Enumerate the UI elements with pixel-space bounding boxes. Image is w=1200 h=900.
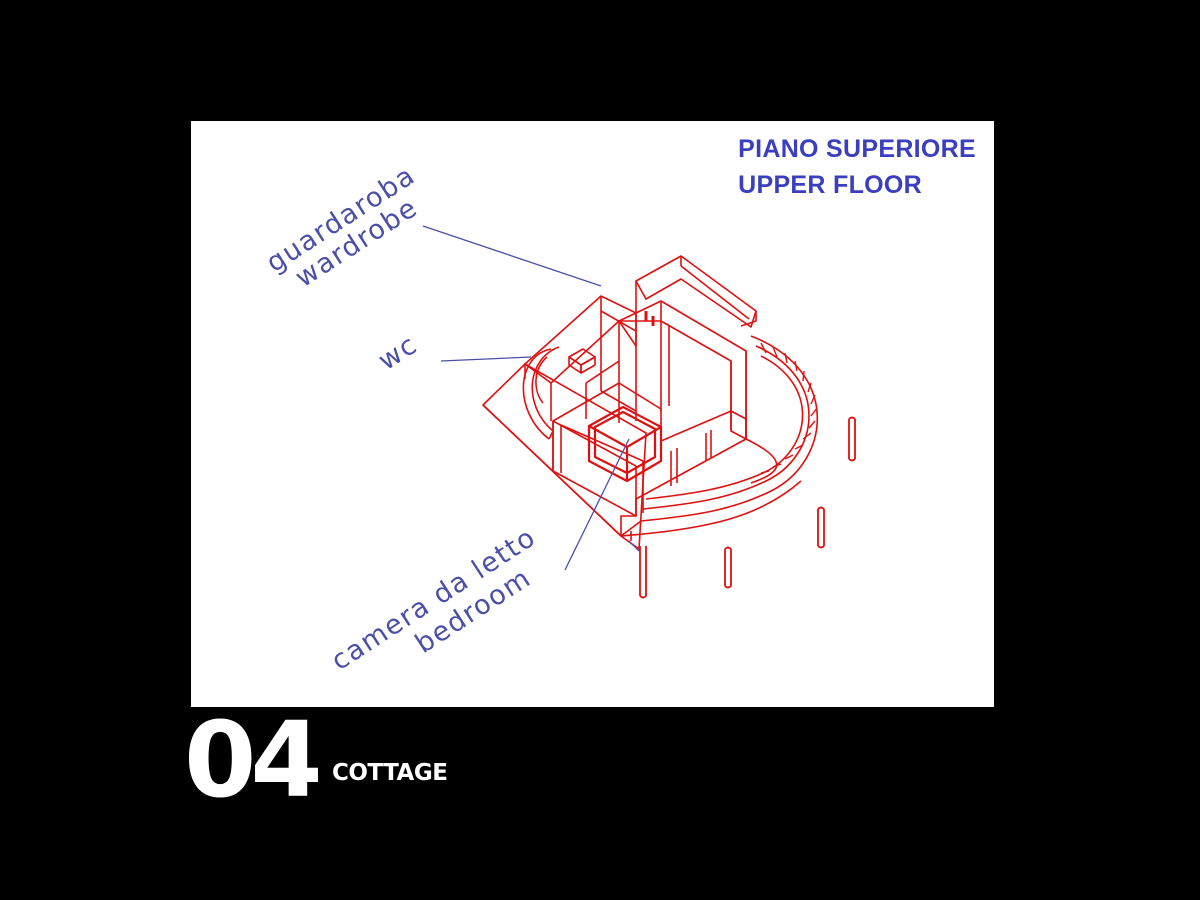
wc-curved-wall — [522, 348, 552, 440]
leader-lines — [422, 225, 640, 571]
bedroom-walls — [552, 382, 747, 517]
wc-label: wc — [373, 329, 423, 377]
bedroom-leader — [564, 475, 612, 571]
support-columns — [639, 416, 856, 599]
wardrobe-leader — [422, 225, 602, 287]
wc-leader — [440, 356, 532, 362]
project-number: 04 — [184, 699, 323, 821]
floor-plan-panel: guardaroba wardrobe wc camera da letto b… — [191, 121, 994, 707]
floor-title: PIANO SUPERIORE UPPER FLOOR — [738, 131, 976, 203]
bed — [587, 405, 663, 483]
floor-title-italian: PIANO SUPERIORE — [738, 135, 976, 163]
building-drawing — [482, 255, 856, 599]
project-name: COTTAGE — [332, 760, 448, 786]
floor-title-english: UPPER FLOOR — [738, 171, 922, 199]
room-labels: guardaroba wardrobe wc camera da letto b… — [261, 160, 542, 677]
main-room-walls — [618, 300, 747, 440]
stair-treads — [760, 342, 818, 474]
isometric-floor-plan-drawing: guardaroba wardrobe wc camera da letto b… — [261, 160, 856, 677]
